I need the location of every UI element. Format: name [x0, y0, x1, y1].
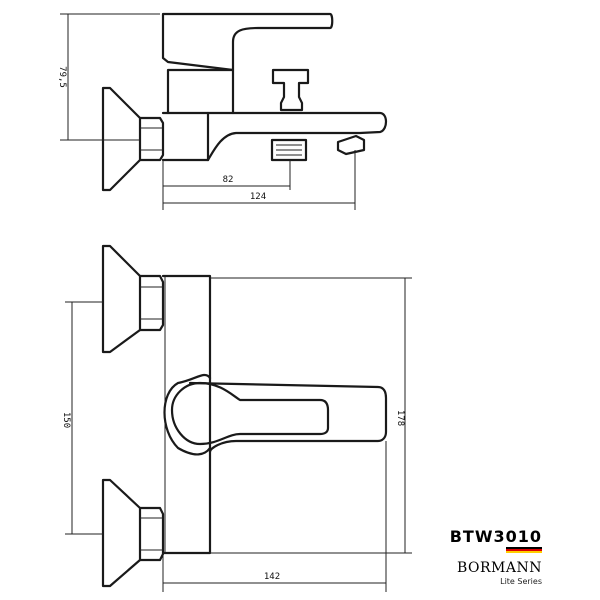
dim-height-top: 79,5 [57, 13, 160, 141]
side-body [161, 111, 210, 162]
dim-projection-short-label: 82 [223, 175, 234, 185]
flag-stripe-gold [506, 551, 542, 553]
side-shower-outlet [336, 134, 366, 156]
dim-total-height-label: 178 [395, 410, 405, 426]
dim-centers: 150 [61, 301, 103, 535]
front-nut-bottom [138, 506, 165, 562]
side-nut [138, 116, 165, 162]
dim-total-height: 178 [210, 277, 412, 554]
side-diverter-knob [271, 68, 310, 112]
flag-stripe-red [506, 549, 542, 551]
side-escutcheon [101, 86, 142, 192]
dim-total-width: 142 [162, 441, 387, 592]
dim-total-width-label: 142 [264, 572, 280, 582]
front-escutcheon-bottom [101, 478, 142, 588]
front-nut-top [138, 274, 165, 332]
front-lever [163, 373, 388, 456]
dim-centers-label: 150 [61, 412, 71, 428]
front-lever-body [170, 381, 330, 446]
model-number: BTW3010 [450, 527, 542, 546]
side-aerator [270, 138, 308, 162]
series-label: Lite Series [500, 577, 542, 586]
front-body [161, 274, 212, 555]
dim-projection-long: 124 [163, 150, 356, 210]
side-view: 79,5 82 124 [57, 12, 388, 210]
dim-projection-short: 82 [162, 160, 291, 210]
dim-projection-long-label: 124 [250, 192, 266, 202]
front-view: 150 178 142 [61, 244, 412, 592]
branding: BTW3010 BORMANN Lite Series [450, 527, 542, 586]
front-escutcheon-top [101, 244, 142, 354]
side-lever [161, 12, 334, 72]
flag-stripe-black [506, 547, 542, 549]
brand-name: BORMANN [457, 560, 542, 576]
side-spout [206, 111, 388, 162]
dim-height-top-label: 79,5 [57, 66, 67, 88]
side-handle-column [166, 68, 235, 115]
